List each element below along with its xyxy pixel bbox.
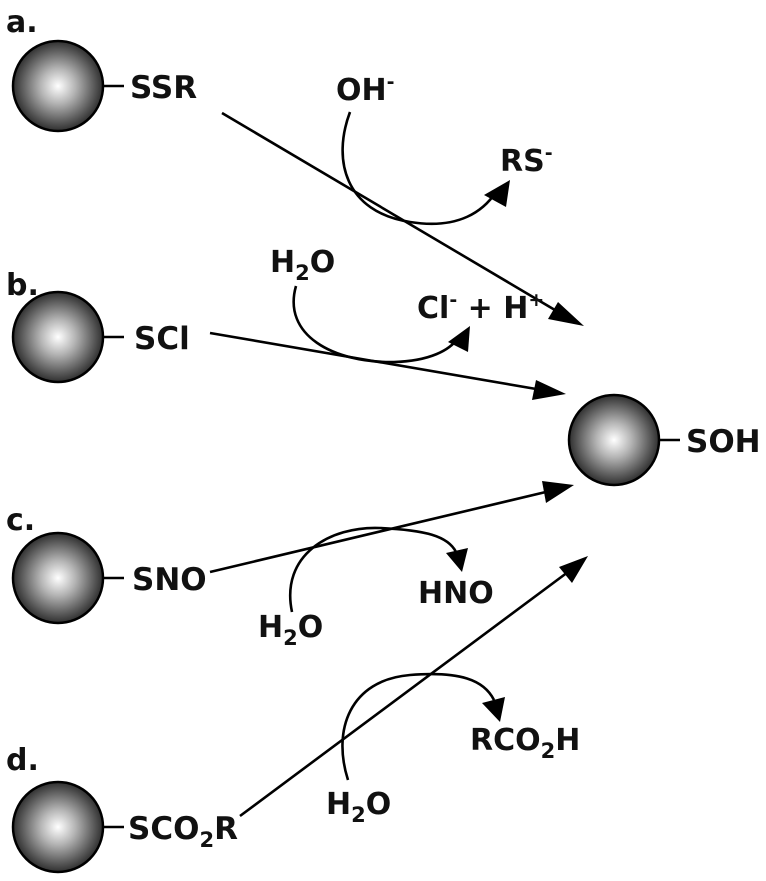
arrow-a-head [548,302,584,326]
panel-c-label: c. [6,503,35,538]
arrow-d-main [239,570,569,818]
panel-b-label: b. [6,268,39,303]
curve-a [341,111,498,226]
group-ssr: SSR [130,70,197,106]
reagent-d-in: H2O [326,787,391,827]
curve-b-head [448,326,470,352]
curve-d [341,672,496,781]
sphere-product [567,393,680,487]
panel-a-label: a. [6,5,38,40]
arrow-a-main [221,111,561,315]
group-soh: SOH [686,424,761,460]
curve-d-head [482,697,505,722]
panel-d-label: d. [6,743,39,778]
arrow-b-head [532,380,566,400]
group-scl: SCl [134,321,190,357]
reagent-c-in: H2O [258,610,323,650]
reagent-c-out: HNO [418,576,494,611]
curve-b [292,285,460,364]
reagent-a-in: OH- [336,71,395,108]
curve-c [289,526,458,613]
group-sno: SNO [132,562,207,598]
reagent-d-out: RCO2H [470,723,580,763]
curve-c-head [446,548,468,572]
reagent-b-in: H2O [270,245,335,285]
group-sco2r: SCO2R [128,811,238,852]
reagent-b-out: Cl- + H+ [417,289,544,326]
sphere-d [11,780,124,874]
sphere-c [11,531,124,625]
curve-a-head [484,180,510,207]
arrow-c-head [542,481,574,503]
arrow-d-head [559,556,588,583]
sphere-a [11,39,124,133]
sphere-b [11,290,124,384]
arrow-c-main [209,489,551,574]
reagent-a-out: RS- [500,142,553,179]
